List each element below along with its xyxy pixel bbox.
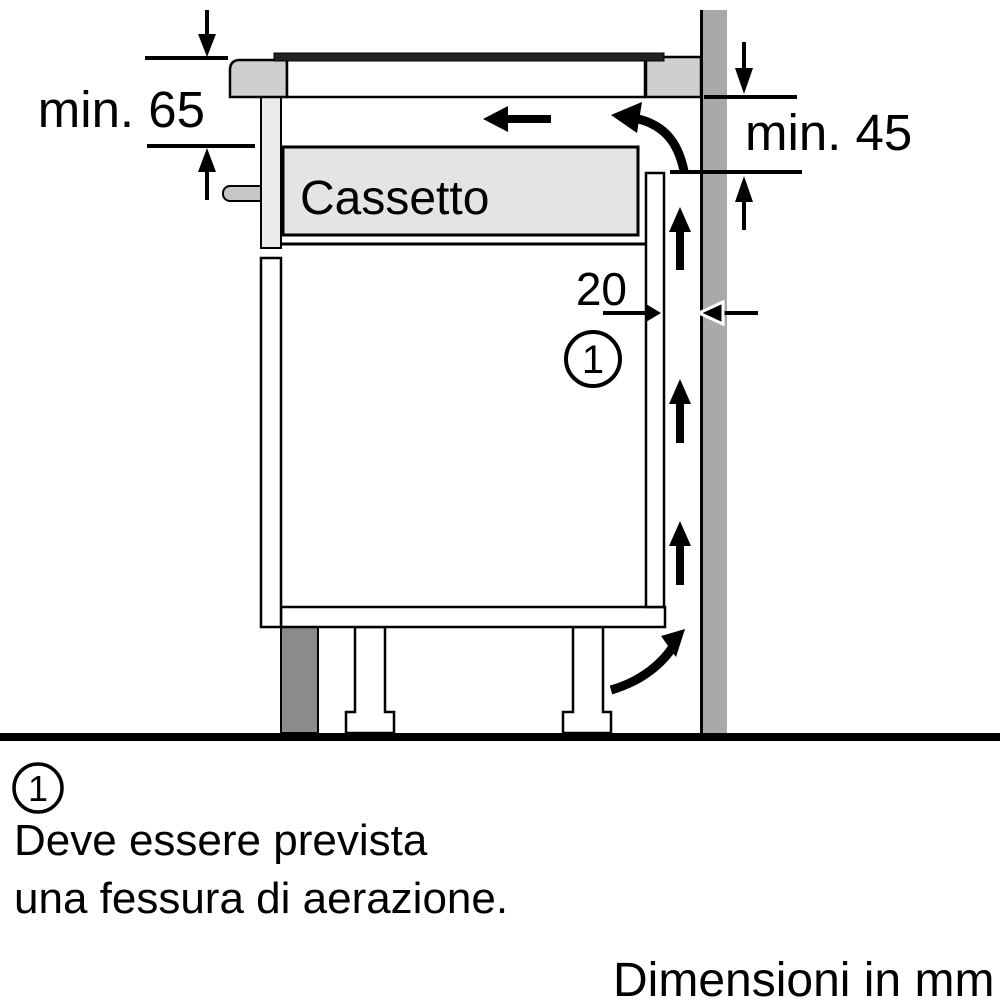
dim-arrow-min45-up-head	[735, 176, 753, 202]
footnote-marker: 1	[28, 768, 48, 809]
floor-line	[0, 733, 1000, 741]
wall	[702, 10, 727, 733]
drawer-label: Cassetto	[300, 172, 489, 225]
footnote-line1: Deve essere prevista	[14, 816, 428, 865]
dim-arrow-min65-up-head	[198, 148, 216, 172]
dim-label-min65: min. 65	[38, 81, 205, 138]
dim-arrow-gap20-right-head	[646, 304, 661, 322]
wall-edge-line	[700, 10, 703, 733]
cabinet-leg-front	[344, 625, 396, 735]
footnote-line2: una fessura di aerazione.	[14, 874, 508, 923]
worktop-right	[644, 55, 703, 99]
airflow-curve-bottom-icon	[609, 642, 678, 695]
plinth	[280, 626, 319, 734]
callout-number: 1	[582, 338, 604, 382]
cabinet-front-rail	[260, 96, 282, 249]
cabinet-leg-back	[561, 625, 613, 735]
dim-label-gap20: 20	[576, 263, 627, 315]
dim-label-min45: min. 45	[745, 104, 912, 161]
hob-glass-top	[273, 52, 665, 62]
dim-arrow-min45-down-head	[735, 68, 753, 94]
airflow-arrow-up-3-icon	[669, 521, 691, 585]
drawer-box	[281, 145, 640, 237]
airflow-curve-top-head	[611, 102, 642, 133]
airflow-arrow-left-icon	[483, 106, 551, 132]
cabinet-front-stile	[259, 256, 283, 629]
airflow-curve-bottom-head	[661, 629, 685, 657]
cabinet-bottom-panel	[279, 605, 667, 629]
worktop-left	[228, 58, 289, 99]
callout-circle	[564, 330, 622, 388]
dim-arrow-min65-down-head	[198, 34, 216, 57]
airflow-curve-top-icon	[632, 113, 689, 172]
cabinet-back-panel	[644, 171, 666, 609]
airflow-arrow-up-2-icon	[669, 379, 691, 443]
dim-arrow-gap20-left-head	[695, 299, 725, 327]
hob-body	[285, 58, 647, 99]
footnote-circle	[12, 762, 64, 814]
units-caption: Dimensioni in mm	[613, 954, 994, 1000]
airflow-arrow-up-1-icon	[669, 207, 691, 270]
